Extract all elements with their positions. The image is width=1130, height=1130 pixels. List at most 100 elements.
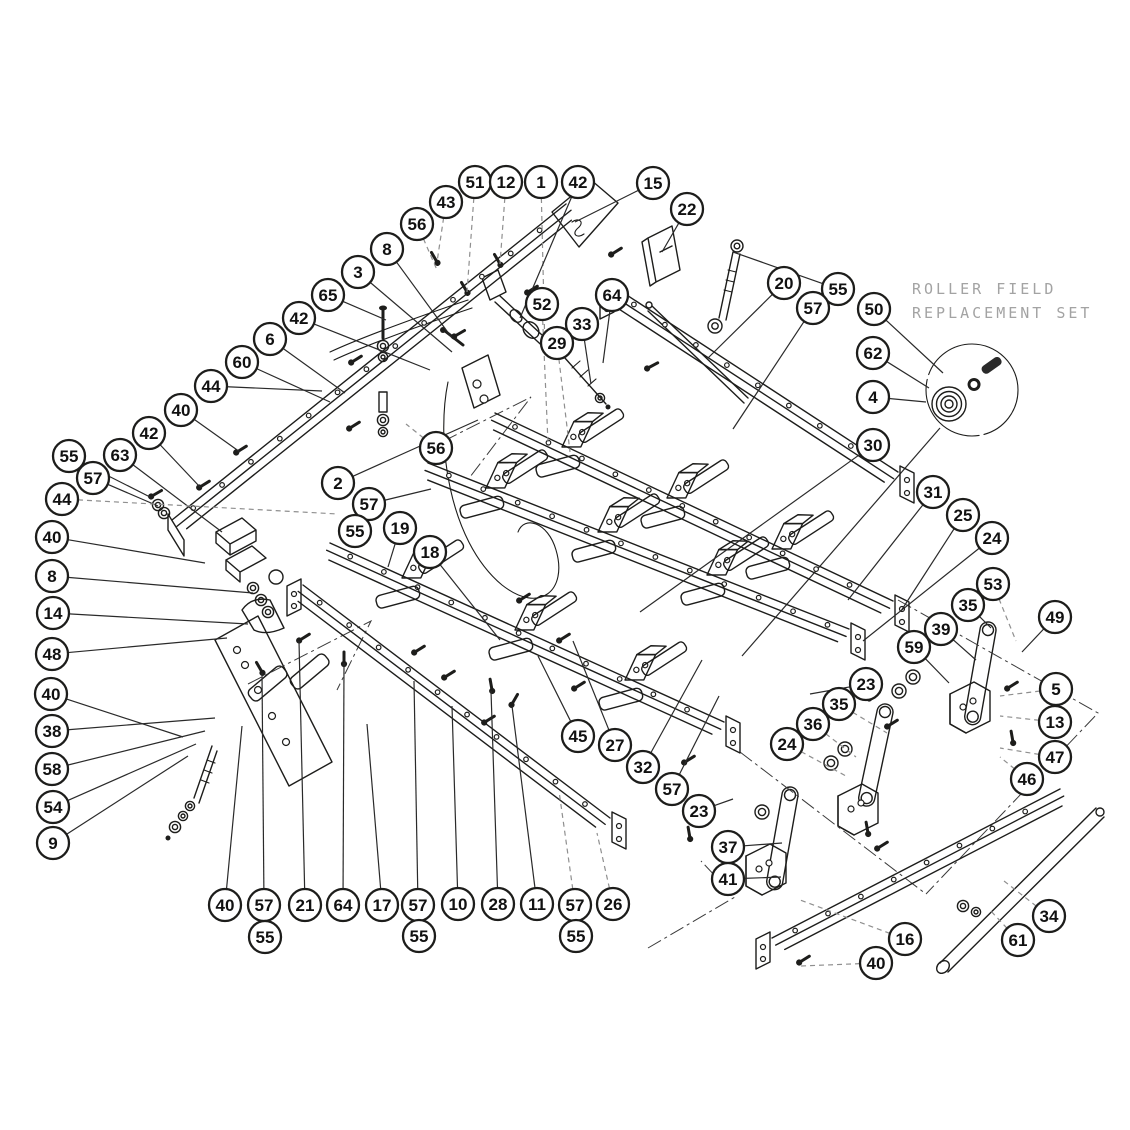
leader-line	[256, 368, 331, 403]
callout-57: 57	[557, 887, 593, 923]
svg-text:25: 25	[954, 506, 973, 525]
callout-33: 33	[564, 306, 600, 342]
callout-5: 5	[1038, 671, 1074, 707]
leader-line	[384, 488, 432, 501]
svg-text:28: 28	[489, 895, 508, 914]
leader-line	[639, 453, 861, 613]
svg-text:38: 38	[43, 722, 62, 741]
svg-text:18: 18	[421, 543, 440, 562]
svg-text:55: 55	[567, 927, 586, 946]
leader-line	[369, 281, 453, 353]
callout-60: 60	[224, 344, 260, 380]
leader-line	[650, 659, 703, 754]
callout-48: 48	[34, 636, 70, 672]
svg-text:55: 55	[256, 928, 275, 947]
callout-16: 16	[887, 921, 923, 957]
leader-line	[342, 300, 387, 321]
bolt-icon	[641, 358, 661, 375]
svg-text:57: 57	[360, 495, 379, 514]
leader-line	[511, 705, 536, 889]
leader-line	[499, 197, 506, 265]
leader-line	[743, 842, 783, 847]
roller-tube	[936, 807, 1105, 974]
callout-57: 57	[246, 887, 282, 923]
svg-text:54: 54	[44, 798, 63, 817]
callout-44: 44	[193, 368, 229, 404]
bolt-icon	[568, 678, 588, 695]
svg-text:40: 40	[172, 401, 191, 420]
callout-40: 40	[207, 887, 243, 923]
callout-28: 28	[480, 886, 516, 922]
svg-text:23: 23	[690, 802, 709, 821]
leader-line	[999, 690, 1041, 697]
leader-line	[67, 539, 206, 564]
svg-text:41: 41	[719, 870, 738, 889]
leader-line	[732, 321, 805, 430]
leader-lines	[66, 189, 1045, 967]
svg-text:34: 34	[1040, 907, 1059, 926]
svg-text:50: 50	[865, 300, 884, 319]
callout-43: 43	[428, 184, 464, 220]
callout-35: 35	[821, 686, 857, 722]
callout-4: 4	[855, 379, 891, 415]
drawbar-assembly	[167, 179, 681, 599]
svg-text:62: 62	[864, 344, 883, 363]
svg-text:22: 22	[678, 200, 697, 219]
phantom-boundary-lines	[247, 396, 1099, 949]
leader-line	[342, 662, 345, 890]
frame-rails	[171, 203, 1065, 970]
callout-64: 64	[325, 887, 361, 923]
svg-text:15: 15	[644, 174, 663, 193]
bolt-icon	[683, 825, 696, 845]
leader-line	[572, 640, 610, 731]
leader-line	[952, 639, 977, 661]
callout-52: 52	[524, 286, 560, 322]
callout-42: 42	[560, 164, 596, 200]
leader-line	[900, 528, 955, 612]
callout-56: 56	[399, 206, 435, 242]
leader-line	[466, 197, 475, 293]
bolt-icon	[293, 630, 313, 647]
valve-plate	[461, 354, 501, 409]
callout-57: 57	[400, 887, 436, 923]
callout-35: 35	[950, 587, 986, 623]
svg-text:64: 64	[334, 896, 353, 915]
leader-line	[67, 717, 216, 731]
callout-61: 61	[1000, 922, 1036, 958]
leader-line	[67, 743, 197, 802]
callout-54: 54	[35, 789, 71, 825]
svg-text:35: 35	[830, 695, 849, 714]
svg-text:39: 39	[932, 620, 951, 639]
svg-text:37: 37	[719, 838, 738, 857]
leader-line	[999, 747, 1040, 756]
bolt-icon	[448, 326, 468, 343]
leader-line	[596, 832, 611, 889]
bolt-icon	[252, 659, 269, 679]
svg-text:63: 63	[111, 446, 130, 465]
callout-42: 42	[131, 415, 167, 451]
svg-text:55: 55	[410, 927, 429, 946]
leader-line	[862, 547, 980, 642]
callout-32: 32	[625, 749, 661, 785]
turnbuckle-link	[645, 239, 749, 404]
leader-line	[574, 189, 639, 223]
leader-line	[558, 790, 574, 890]
callout-3: 3	[340, 254, 376, 290]
leader-line	[852, 711, 888, 734]
svg-text:35: 35	[959, 596, 978, 615]
leader-line	[66, 755, 189, 835]
callout-29: 29	[539, 325, 575, 361]
leader-line	[66, 698, 184, 738]
svg-text:23: 23	[857, 675, 876, 694]
callout-44: 44	[44, 481, 80, 517]
callout-57: 57	[795, 290, 831, 326]
detail-annotation-line1: ROLLER FIELD	[912, 280, 1056, 298]
leader-line	[159, 444, 201, 488]
leader-line	[67, 576, 254, 594]
leader-line	[885, 319, 944, 374]
callout-56: 56	[418, 430, 454, 466]
bolt-icon	[230, 442, 250, 459]
svg-text:31: 31	[924, 483, 943, 502]
callout-58: 58	[34, 751, 70, 787]
callout-65: 65	[310, 277, 346, 313]
